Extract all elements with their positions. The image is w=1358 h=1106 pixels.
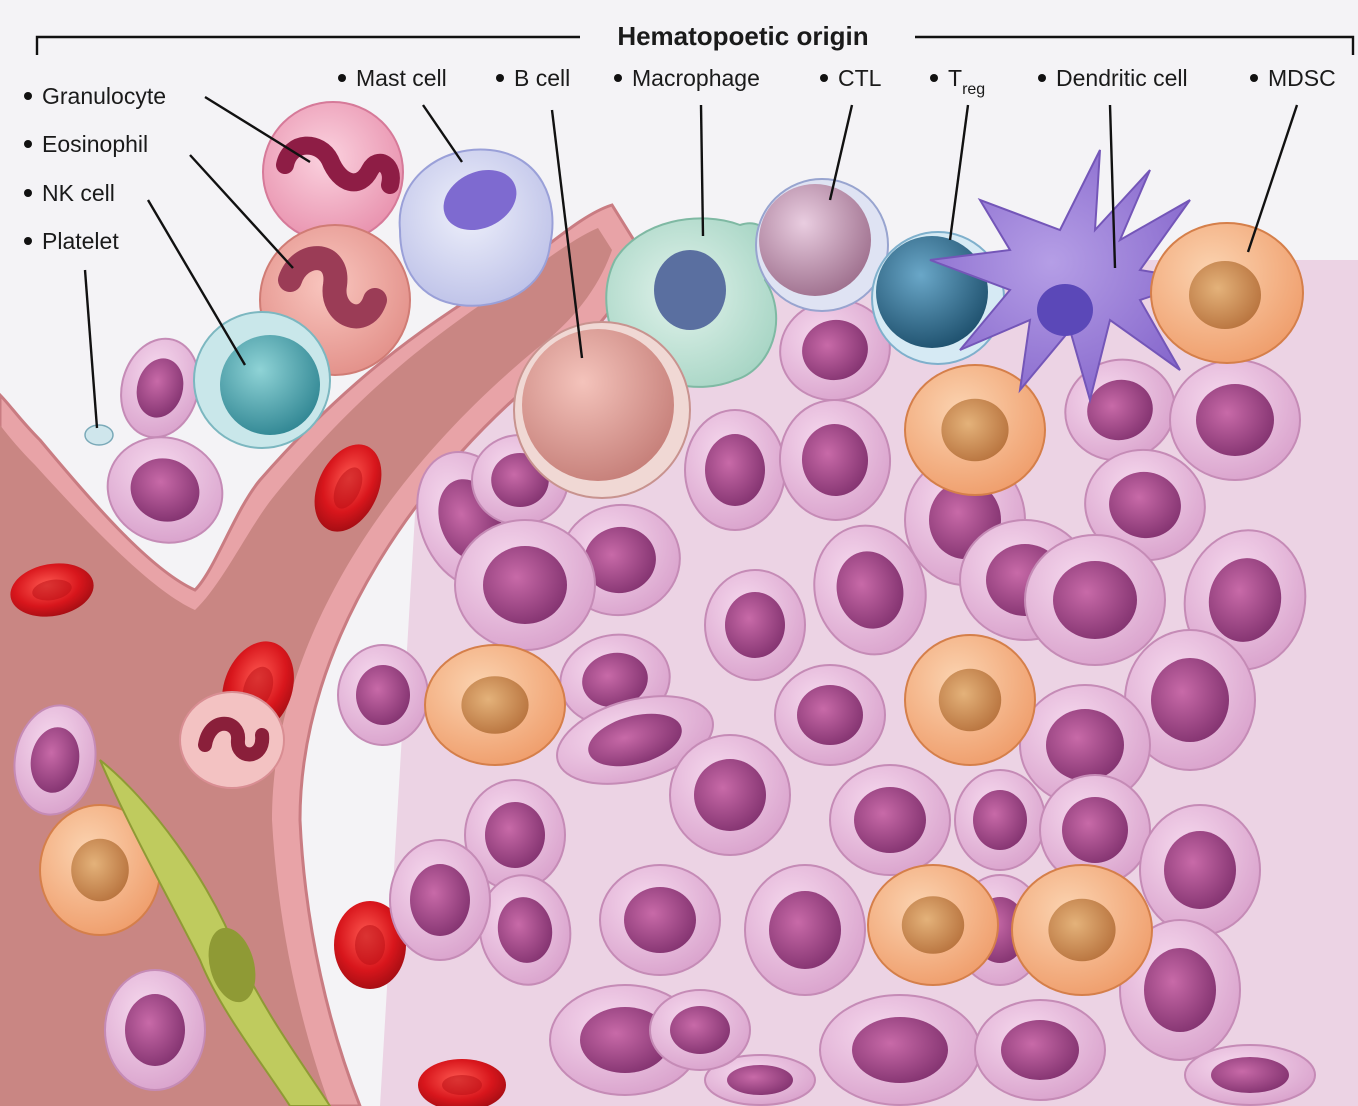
- mdsc-cell: [425, 645, 565, 765]
- tumor-cell: [745, 865, 865, 995]
- label-eosinophil: Eosinophil: [24, 131, 148, 157]
- tumor-cell: [975, 1000, 1105, 1100]
- mdsc-cell: [1012, 865, 1152, 995]
- label-mdsc-text: MDSC: [1268, 65, 1336, 91]
- tumor-cell: [1170, 360, 1300, 480]
- tumor-cell: [820, 995, 980, 1105]
- mdsc-cell: [868, 865, 998, 985]
- tumor-cell: [390, 840, 490, 960]
- label-treg-main: T: [948, 65, 962, 91]
- label-granulocyte-text: Granulocyte: [42, 83, 166, 109]
- label-treg-sub: reg: [962, 81, 985, 98]
- tumor-cell: [1025, 535, 1165, 665]
- nk-cell: [194, 312, 330, 448]
- tumor-cell: [1185, 1045, 1315, 1105]
- tumor-cell: [650, 990, 750, 1070]
- tumor-cell: [670, 735, 790, 855]
- header-title: Hematopoetic origin: [617, 21, 868, 51]
- granulocyte-cell: [263, 102, 403, 242]
- label-ctl-text: CTL: [838, 65, 882, 91]
- tumor-cell: [600, 865, 720, 975]
- mdsc-cell-labeled: [1151, 223, 1303, 363]
- label-eosinophil-text: Eosinophil: [42, 131, 148, 157]
- tumor-cell: [775, 665, 885, 765]
- tumor-cell: [955, 770, 1045, 870]
- label-macrophage: Macrophage: [614, 65, 760, 91]
- label-nk-cell-text: NK cell: [42, 180, 115, 206]
- mdsc-cell: [905, 635, 1035, 765]
- label-b-cell-text: B cell: [514, 65, 570, 91]
- label-platelet-text: Platelet: [42, 228, 119, 254]
- b-cell: [514, 322, 690, 498]
- treg-cell: [872, 232, 1004, 364]
- tumor-cell: [1140, 805, 1260, 935]
- tumor-cell: [455, 520, 595, 650]
- platelet: [85, 425, 113, 445]
- label-dendritic-cell: Dendritic cell: [1038, 65, 1188, 91]
- label-mast-cell-text: Mast cell: [356, 65, 447, 91]
- label-granulocyte: Granulocyte: [24, 83, 166, 109]
- mast-cell: [400, 150, 553, 306]
- granulocyte-in-vessel: [180, 692, 284, 788]
- ctl-cell: [756, 179, 888, 311]
- label-dendritic-cell-text: Dendritic cell: [1056, 65, 1188, 91]
- tumor-cell: [338, 645, 428, 745]
- tumor-cell: [685, 410, 785, 530]
- tumor-cell: [705, 570, 805, 680]
- label-macrophage-text: Macrophage: [632, 65, 760, 91]
- tumor-cell: [830, 765, 950, 875]
- tumor-cell: [105, 970, 205, 1090]
